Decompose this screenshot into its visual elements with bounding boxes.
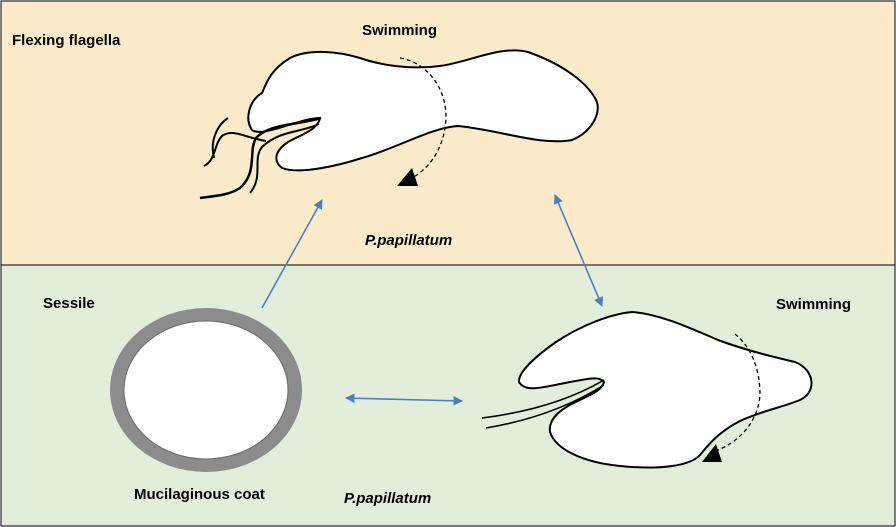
label-top-species: P.papillatum [365,232,452,249]
top-panel-bg [1,1,895,265]
label-sessile: Sessile [43,295,95,312]
label-top-swimming: Swimming [362,22,437,39]
label-bottom-swimming: Swimming [776,296,851,313]
label-bottom-species: P.papillatum [344,490,431,507]
label-flexing-flagella: Flexing flagella [12,32,120,49]
sessile-cell [124,321,288,459]
label-mucilaginous-coat: Mucilaginous coat [134,486,265,503]
